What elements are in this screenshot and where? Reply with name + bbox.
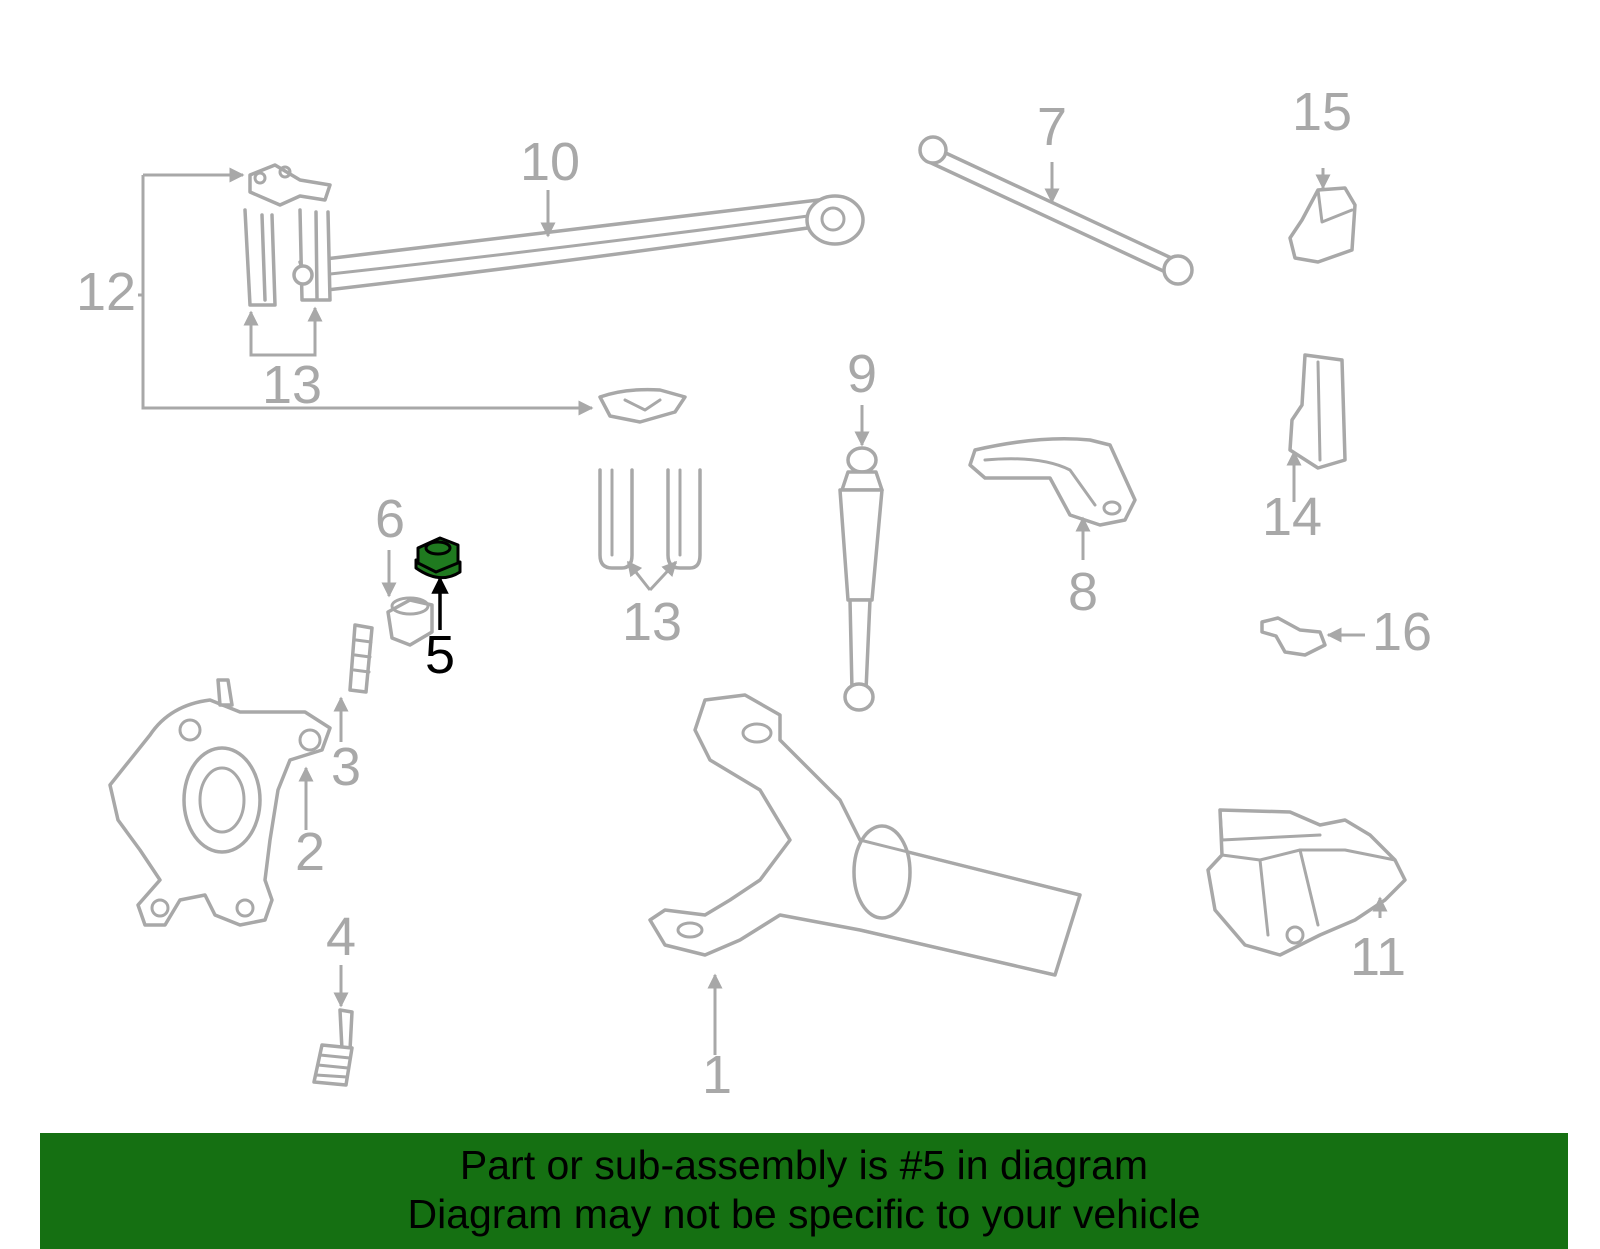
leader-lines [138, 162, 1388, 1055]
clip-part-16 [1260, 616, 1327, 657]
callout-9: 9 [847, 344, 877, 404]
callout-14: 14 [1262, 487, 1322, 547]
nut-part-5-highlighted [414, 536, 462, 580]
callout-1: 1 [702, 1045, 732, 1105]
axle-housing-part-1 [648, 693, 1082, 977]
callout-16: 16 [1372, 602, 1432, 662]
leaf-spring-part-10 [298, 194, 865, 294]
callout-12: 12 [76, 262, 136, 322]
callout-13-top: 13 [262, 355, 322, 415]
spring-hanger-part-12 [243, 163, 332, 307]
steering-knuckle-part-2 [108, 678, 332, 927]
banner-line-disclaimer: Diagram may not be specific to your vehi… [407, 1191, 1201, 1237]
u-bolts-part-13 [598, 468, 702, 570]
callout-7: 7 [1037, 97, 1067, 157]
stud-part-3 [348, 623, 374, 694]
callout-3: 3 [331, 737, 361, 797]
bracket-part-15 [1288, 186, 1357, 264]
callout-15: 15 [1292, 82, 1352, 142]
shock-absorber-part-9 [838, 446, 884, 712]
spring-bracket-part-8 [968, 437, 1137, 527]
bracket-part-14 [1288, 353, 1347, 470]
track-bar-part-7 [918, 135, 1194, 286]
callout-6: 6 [375, 489, 405, 549]
callout-2: 2 [295, 822, 325, 882]
callout-5: 5 [425, 625, 455, 685]
banner-line-part-info: Part or sub-assembly is #5 in diagram [459, 1142, 1149, 1188]
callouts: 1 2 3 4 5 6 7 8 9 10 11 12 13 13 13 14 1… [76, 82, 1432, 1105]
callout-10: 10 [520, 132, 580, 192]
ball-joint-part-4 [312, 1008, 354, 1087]
callout-11: 11 [1350, 927, 1406, 987]
axle-bracket-part-11 [1206, 808, 1407, 957]
spring-plate-part-12 [598, 387, 687, 424]
bushing-part-6 [386, 596, 434, 647]
callout-8: 8 [1068, 562, 1098, 622]
callout-13-middle: 13 [622, 592, 682, 652]
info-banner: Part or sub-assembly is #5 in diagram Di… [40, 1133, 1568, 1249]
callout-4: 4 [326, 907, 356, 967]
